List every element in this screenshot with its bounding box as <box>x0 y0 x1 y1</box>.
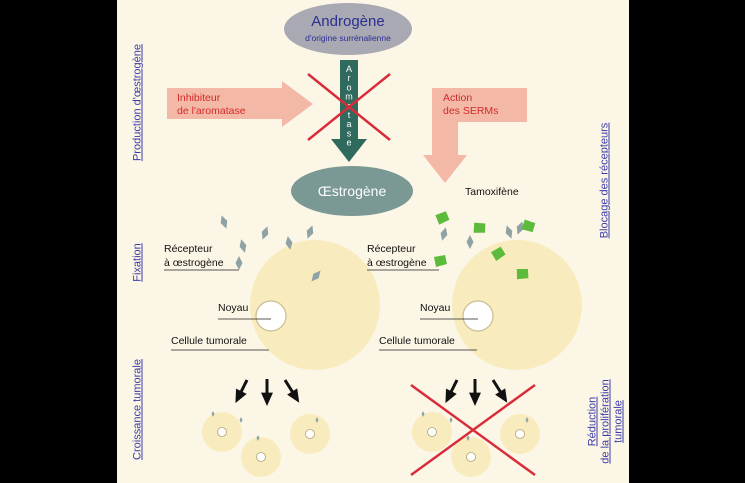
aromatase-arrow <box>331 60 367 162</box>
daughter-receptor <box>421 411 425 417</box>
right-tumor-cell <box>452 240 582 370</box>
right-cell-label: Cellule tumorale <box>379 335 455 347</box>
receptor-diamond <box>516 221 524 235</box>
receptor-diamond <box>220 215 228 229</box>
daughter-receptor <box>239 417 243 423</box>
left-nucleus-label: Noyau <box>218 302 249 314</box>
side-label-fixation: Fixation <box>131 243 144 282</box>
daughter-nucleus <box>466 452 476 462</box>
aromatase-letter: s <box>347 128 352 138</box>
proliferation-arrowhead <box>235 388 247 404</box>
proliferation-arrowhead <box>495 388 508 403</box>
proliferation-arrowhead <box>469 392 481 406</box>
androgen-subtitle: d'origine surrénalienne <box>305 33 391 43</box>
serms-label-line1: Action <box>443 92 472 104</box>
tamoxifen-shape <box>521 219 536 233</box>
daughter-receptor <box>315 417 319 423</box>
tamoxifen-shape <box>435 211 450 225</box>
receptor-diamond <box>306 225 314 239</box>
serms-arrow <box>423 88 527 183</box>
proliferation-arrows <box>235 379 508 406</box>
receptor-diamond <box>261 226 269 240</box>
tamoxifen-shape <box>490 246 506 262</box>
aromatase-letter: t <box>348 110 351 120</box>
aromatase-letter: e <box>346 138 351 148</box>
side-label-blocage: Blocage des récepteurs <box>598 122 611 239</box>
aromatase-letter: m <box>345 92 353 102</box>
daughter-receptor <box>256 435 260 441</box>
aromatase-letter: o <box>346 82 351 92</box>
daughter-nucleus <box>217 427 227 437</box>
serms-label-line2: des SERMs <box>443 105 498 117</box>
receptor-diamond <box>239 239 247 253</box>
receptor-diamond <box>285 236 293 250</box>
reduction-line2: de la prolifération <box>599 379 612 464</box>
estrogen-label: Œstrogène <box>318 183 387 199</box>
side-label-production: Production d'œstrogène <box>131 43 144 162</box>
daughter-nucleus <box>256 452 266 462</box>
daughter-cells <box>202 411 540 477</box>
diagram-panel: Androgène d'origine surrénalienne Aromat… <box>117 0 629 483</box>
left-receptor-label-line1: Récepteur <box>164 243 213 255</box>
proliferation-arrowhead <box>261 392 273 406</box>
receptor-diamond <box>440 227 448 241</box>
tamoxifen-shape <box>434 255 447 267</box>
aromatase-letter: a <box>346 119 351 129</box>
proliferation-arrowhead <box>445 388 457 404</box>
inhibitor-label-line1: Inhibiteur <box>177 92 221 104</box>
reduction-line3: tumorale <box>612 400 625 443</box>
daughter-receptor <box>211 411 215 417</box>
receptor-diamond <box>311 270 321 282</box>
aromatase-letter: r <box>348 73 351 83</box>
aromatase-cross-line-2 <box>307 73 391 141</box>
reduction-line1: Réduction <box>586 396 599 447</box>
estrogen-ellipse <box>291 166 413 216</box>
left-tumor-cell <box>250 240 380 370</box>
receptor-diamond <box>466 235 474 249</box>
right-receptor-label-line1: Récepteur <box>367 243 416 255</box>
daughter-receptor <box>466 435 470 441</box>
tamoxifen-molecules <box>434 211 536 280</box>
daughter-nucleus <box>305 429 315 439</box>
androgen-title: Androgène <box>311 13 384 30</box>
aromatase-letter: A <box>346 64 352 74</box>
left-receptor-label-line2: à œstrogène <box>164 257 224 269</box>
reduction-cross-line-2 <box>410 383 536 477</box>
right-receptor-label-line2: à œstrogène <box>367 257 427 269</box>
receptor-diamond <box>505 225 513 239</box>
androgen-ellipse <box>284 3 412 55</box>
inhibitor-label-line2: de l'aromatase <box>177 105 246 117</box>
receptor-diamond <box>235 256 243 270</box>
daughter-nucleus <box>515 429 525 439</box>
inhibitor-arrow <box>167 81 313 127</box>
side-label-croissance: Croissance tumorale <box>131 359 144 460</box>
side-label-reduction: Réduction de la prolifération tumorale <box>587 357 626 483</box>
left-nucleus <box>255 300 287 332</box>
daughter-receptor <box>525 417 529 423</box>
daughter-nucleus <box>427 427 437 437</box>
tamoxifen-label: Tamoxifène <box>465 186 519 198</box>
proliferation-arrowhead <box>287 388 300 403</box>
estrogen-receptors <box>220 215 524 282</box>
left-cell-label: Cellule tumorale <box>171 335 247 347</box>
tamoxifen-shape <box>473 222 486 233</box>
right-nucleus-label: Noyau <box>420 302 451 314</box>
daughter-receptor <box>449 417 453 423</box>
tamoxifen-shape <box>516 268 529 280</box>
right-nucleus <box>462 300 494 332</box>
